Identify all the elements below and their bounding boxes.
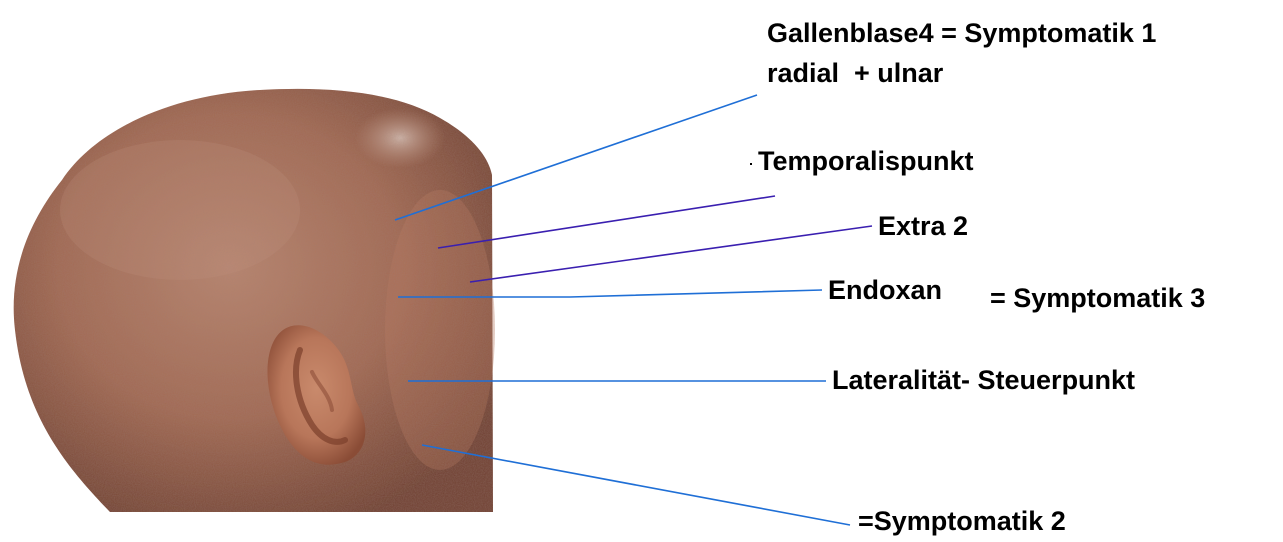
label-temporalispunkt: Temporalispunkt: [758, 148, 974, 175]
label-extra-2: Extra 2: [878, 213, 968, 240]
head: [14, 89, 495, 512]
label-gallenblase4: Gallenblase4 = Symptomatik 1: [767, 20, 1156, 47]
label-symptomatik-2: =Symptomatik 2: [858, 508, 1066, 535]
stray-dot: [750, 163, 752, 165]
label-lateralitaet-steuerpunkt: Lateralität- Steuerpunkt: [832, 367, 1135, 394]
label-endoxan: Endoxan: [828, 277, 942, 304]
label-symptomatik-3: = Symptomatik 3: [990, 285, 1205, 312]
label-radial-ulnar: radial + ulnar: [767, 60, 943, 87]
